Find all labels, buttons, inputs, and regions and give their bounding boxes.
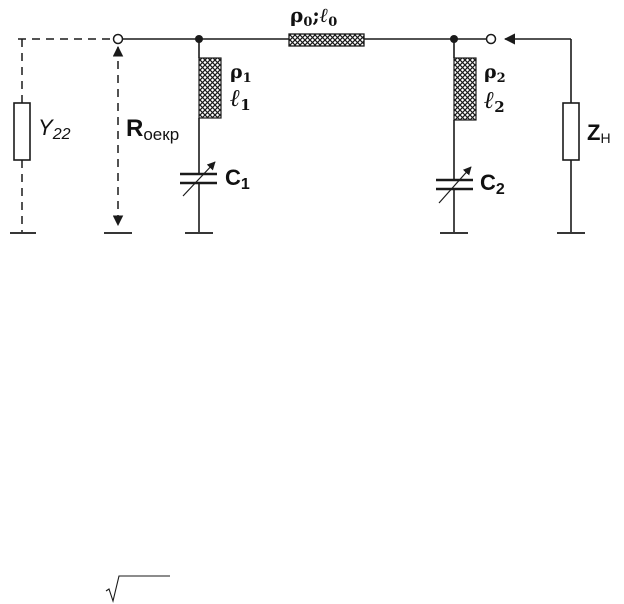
r-oekr-label-sub: оекр [143,125,179,144]
right-terminal [485,33,497,45]
r-oekr-label-main: R [126,115,143,142]
c1-variable-arrow [182,161,216,197]
right-stub-branch [436,35,477,234]
l2-label: ℓ2 [484,85,505,116]
l0-sub: 0 [328,15,337,30]
rho1-label: ρ1 [230,61,252,86]
c2-sub: 2 [496,181,505,198]
separator: ; [312,3,319,27]
y22-label: Y22 [38,115,71,143]
l2-main: ℓ [484,85,494,114]
load-impedance-resistor [562,102,580,161]
zn-sub: Н [600,130,610,146]
c2-main: C [480,170,496,195]
r-oekr-arrow [104,45,132,234]
y22-admittance-resistor [13,102,31,161]
r-oekr-label: Rоекр [126,115,179,144]
right-stub-hatched [453,57,477,121]
c2-variable-arrow [438,166,472,204]
sqrt-symbol [105,575,170,603]
series-line-element [288,33,365,47]
l2-sub: 2 [494,98,504,116]
y22-label-main: Y [38,115,54,140]
rho2-sub: 2 [497,71,506,86]
zn-main: Z [587,120,600,145]
load-branch [503,33,585,234]
zn-label: ZН [587,120,611,146]
left-stub-hatched [198,57,222,119]
rho1-sub: 1 [243,71,252,86]
rho2-main: ρ [484,61,497,83]
c1-sub: 1 [241,176,250,193]
rho0-label: ρ [290,3,303,27]
left-dashed-branch [10,38,115,234]
l1-sub: 1 [240,96,250,114]
l1-label: ℓ1 [230,83,251,114]
rho0-sub: 0 [303,15,312,30]
y22-label-sub: 22 [52,126,71,143]
c1-label: C1 [225,165,250,193]
l0-label: ℓ [320,3,329,27]
l1-main: ℓ [230,83,240,112]
rho0-l0-label: ρ0;ℓ0 [290,3,337,30]
left-terminal [112,33,124,45]
rho2-label: ρ2 [484,61,506,86]
left-stub-branch [180,35,222,234]
c2-label: C2 [480,170,505,198]
c1-main: C [225,165,241,190]
rho1-main: ρ [230,61,243,83]
